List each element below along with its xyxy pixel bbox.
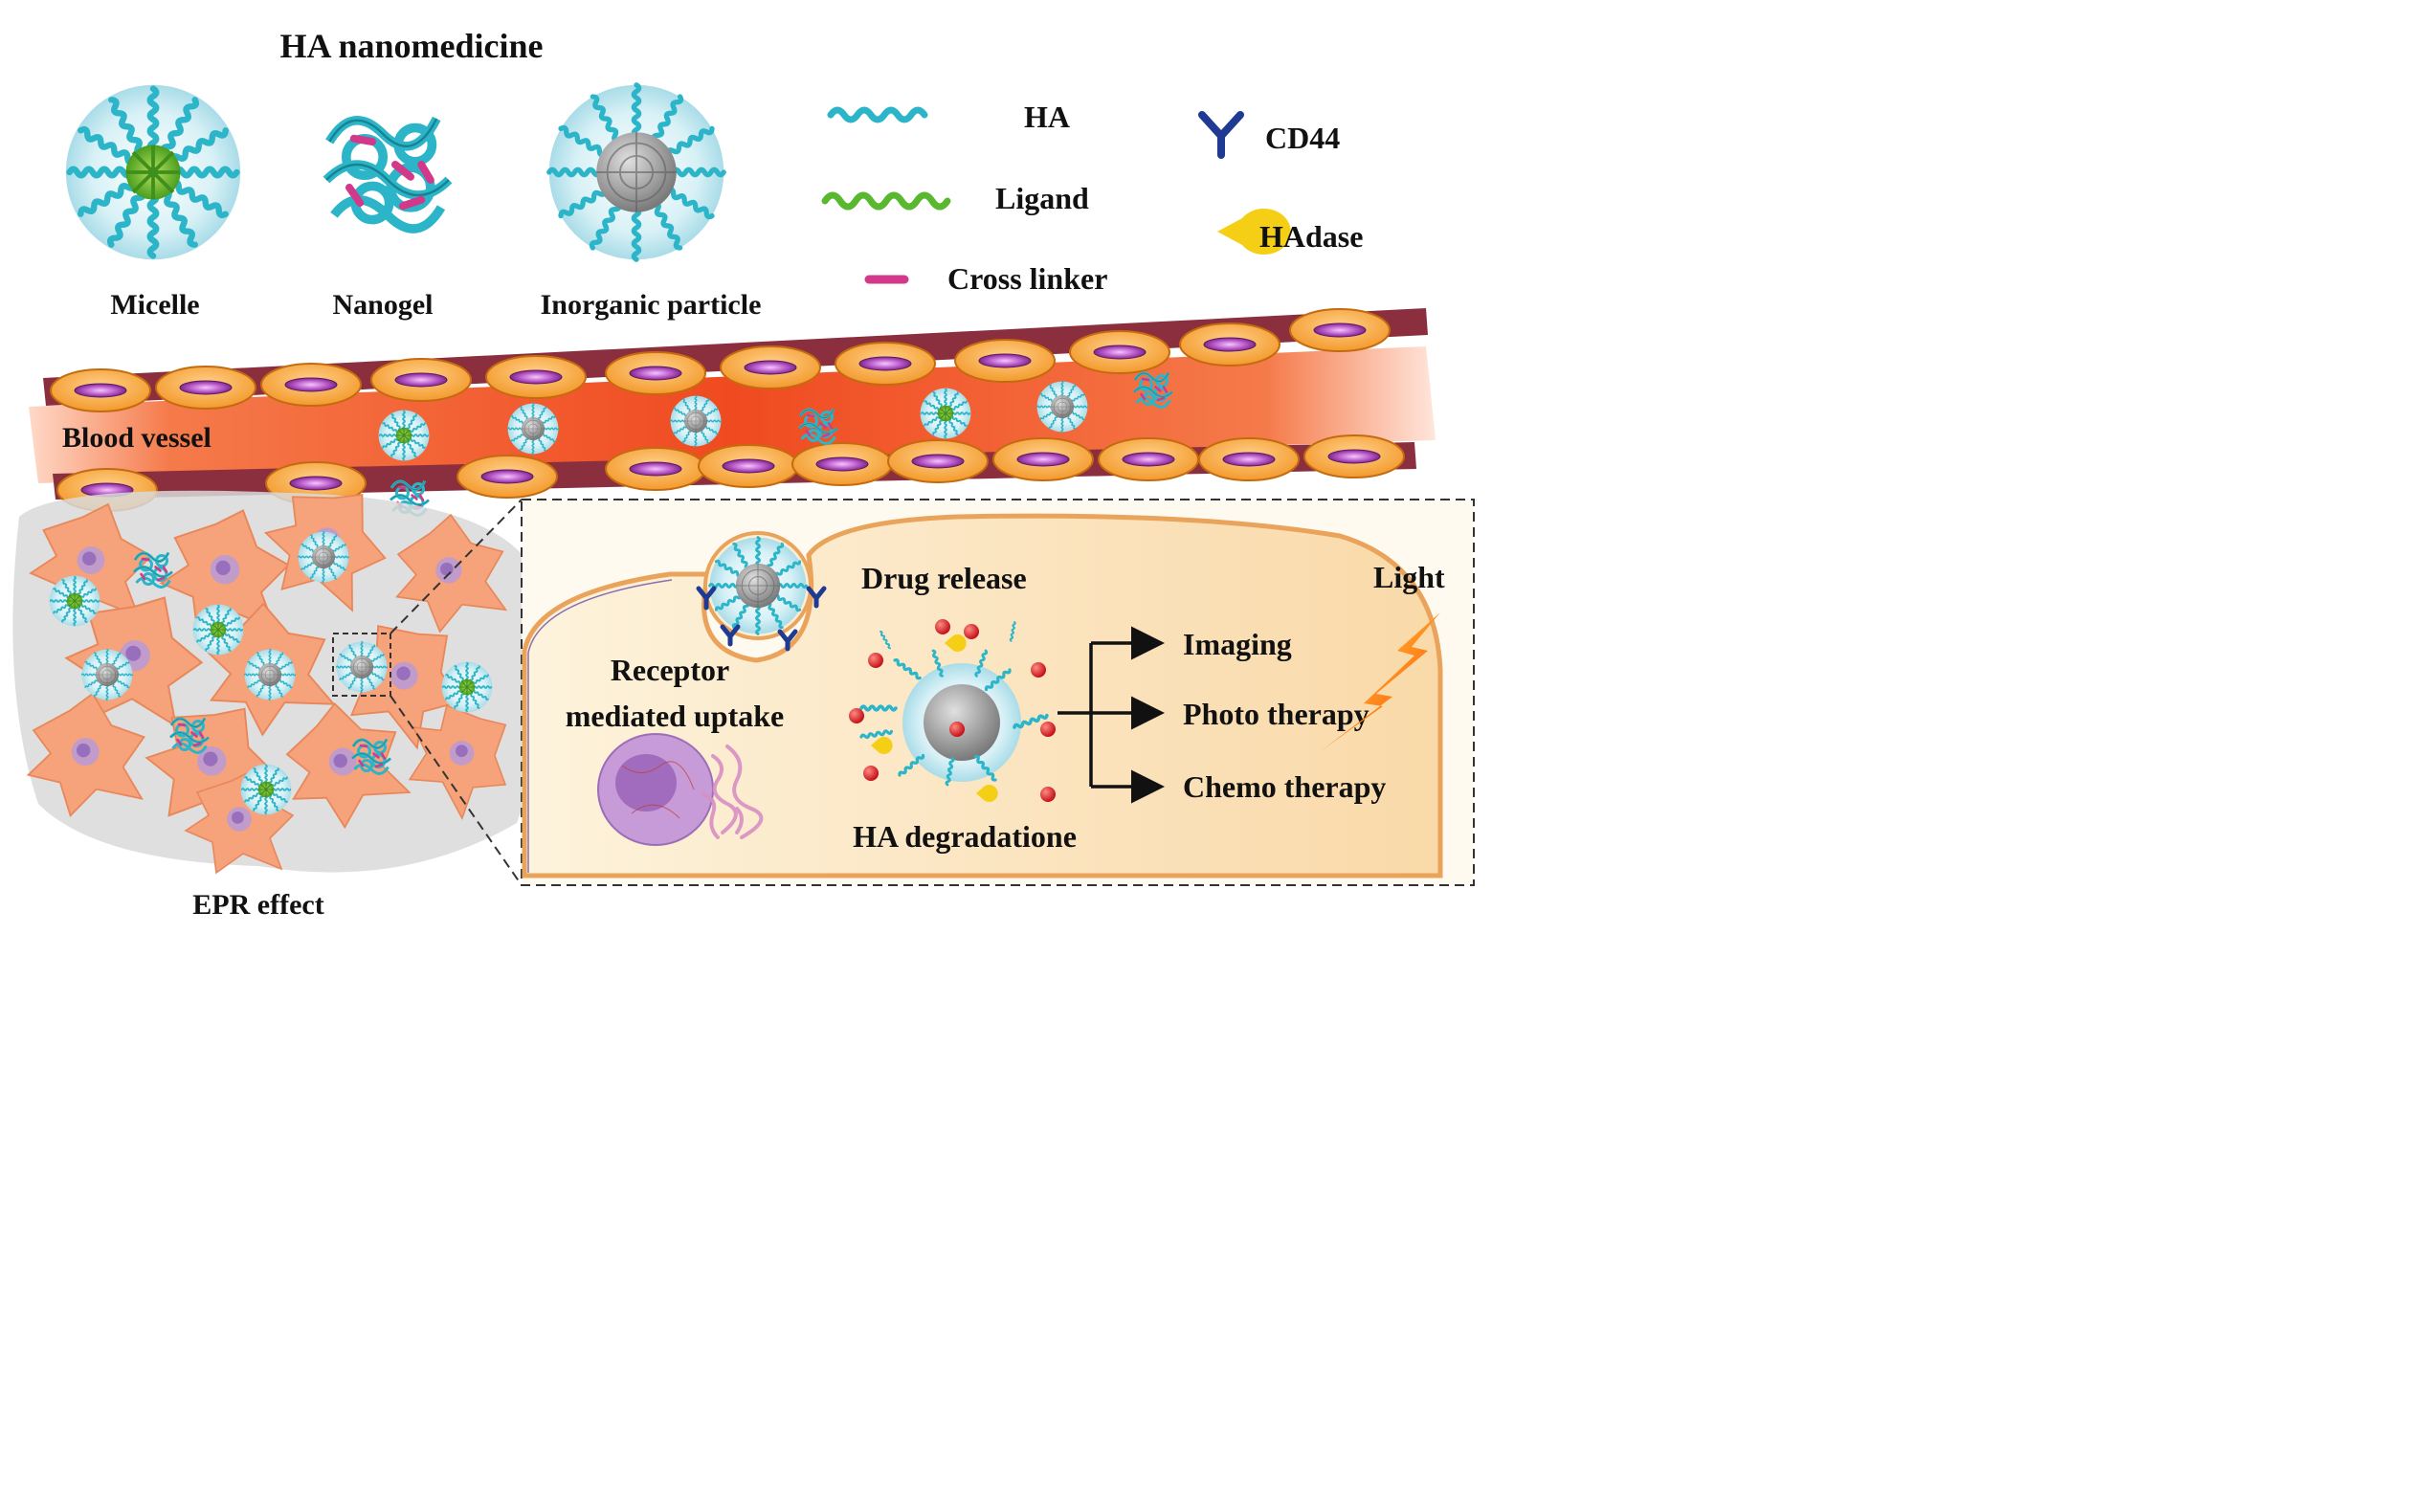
degrading-particle — [849, 619, 1056, 803]
nanogel-label: Nanogel — [333, 289, 434, 321]
cell-nucleus — [597, 733, 714, 846]
ha-legend-icon — [827, 106, 928, 123]
drug-release-label: Drug release — [861, 561, 1027, 595]
ha-nanomedicine-diagram: HA nanomedicine Micelle Nanogel Inorgani… — [12, 27, 1475, 921]
endoplasmic-reticulum — [701, 745, 764, 839]
blood-vessel: Blood vessel — [29, 308, 1436, 517]
drug-molecules — [849, 619, 1056, 802]
hadase-legend-icon — [1217, 209, 1291, 255]
nanogel-illustration — [326, 119, 449, 229]
tumor-tissue: EPR effect — [12, 467, 543, 921]
receptor-label-line1: Receptor — [611, 653, 729, 687]
inorganic-particle-label: Inorganic particle — [541, 289, 762, 321]
ha-degradation-label: HA degradatione — [853, 819, 1077, 854]
hadase-enzymes — [871, 634, 998, 803]
micelle-label: Micelle — [110, 289, 199, 321]
ligand-legend-label: Ligand — [995, 181, 1089, 215]
outcome-chemo-therapy: Chemo therapy — [1183, 769, 1386, 804]
legend: HA Ligand Cross linker CD44 HAdase — [821, 100, 1363, 296]
receptor-label-line2: mediated uptake — [566, 699, 784, 733]
endocytosed-particle — [696, 531, 827, 652]
cell-uptake-panel: Drug release Receptor mediated uptake — [521, 499, 1475, 886]
diagram-title: HA nanomedicine — [279, 27, 543, 65]
cd44-receptors — [696, 586, 827, 652]
micelle-illustration — [66, 85, 240, 259]
epr-effect-label: EPR effect — [192, 889, 323, 921]
outcome-imaging: Imaging — [1183, 627, 1292, 661]
lightning-bolt-icon — [1321, 612, 1440, 751]
ha-legend-label: HA — [1024, 100, 1070, 134]
hadase-legend-label: HAdase — [1259, 219, 1363, 254]
light-label: Light — [1373, 560, 1445, 594]
outcome-photo-therapy: Photo therapy — [1183, 697, 1369, 731]
blood-vessel-label: Blood vessel — [62, 422, 212, 454]
zoom-box — [332, 633, 391, 697]
cd44-legend-label: CD44 — [1265, 121, 1340, 155]
outcome-arrows — [1058, 626, 1165, 804]
cross-linker-legend-label: Cross linker — [947, 261, 1107, 296]
ligand-legend-icon — [821, 191, 951, 211]
inorganic-particle-illustration — [549, 85, 724, 259]
cd44-legend-icon — [1198, 111, 1244, 159]
